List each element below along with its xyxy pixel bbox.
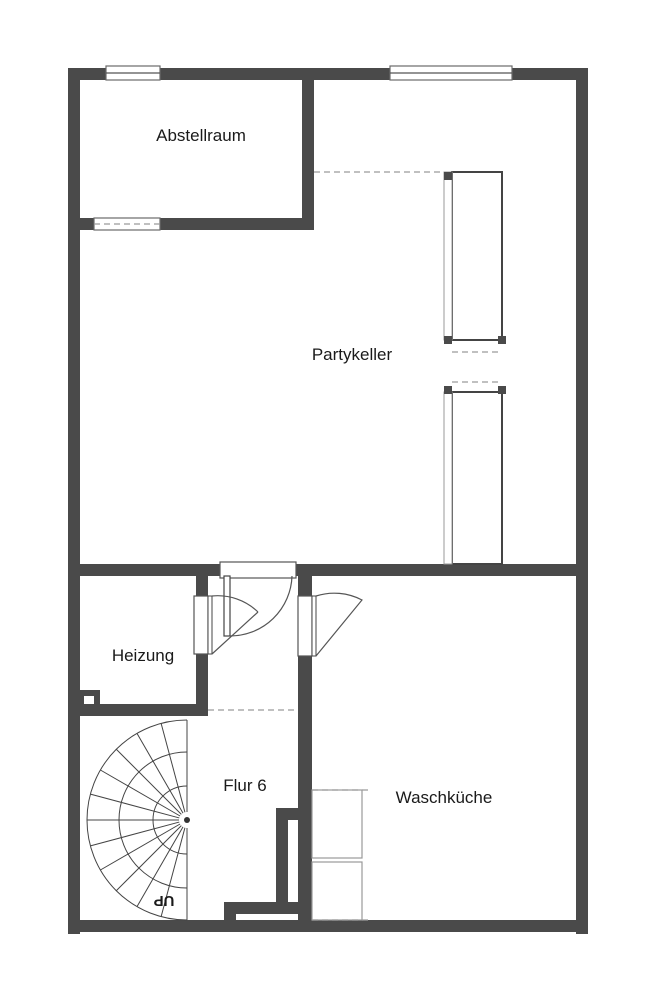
partykeller-bottom-wall — [68, 564, 588, 576]
stair-tread — [136, 826, 184, 907]
spiral-staircase — [86, 719, 190, 921]
door-partykeller — [219, 561, 297, 637]
bar-counter-lower — [443, 351, 506, 565]
stair-tread — [160, 827, 186, 917]
stair-up-label: UP — [154, 892, 175, 909]
outer-walls — [68, 68, 588, 934]
door-waschkueche — [297, 592, 363, 657]
label-waschkueche: Waschküche — [396, 788, 493, 807]
stair-tread — [160, 723, 186, 813]
stair-tread — [115, 748, 182, 815]
door-heizung — [193, 595, 259, 655]
abstellraum-door-opening — [93, 217, 161, 231]
window-top-right — [389, 65, 513, 81]
bar-counter-upper — [314, 171, 506, 344]
flur-closet-walls — [224, 808, 300, 922]
window-top-left — [105, 65, 161, 81]
washer-lower — [311, 861, 372, 921]
stair-tread — [90, 821, 180, 847]
label-partykeller: Partykeller — [312, 345, 393, 364]
label-flur: Flur 6 — [223, 776, 266, 795]
stair-tread — [136, 733, 184, 814]
label-heizung: Heizung — [112, 646, 174, 665]
label-abstellraum: Abstellraum — [156, 126, 246, 145]
washer-upper — [311, 789, 372, 859]
stair-tread — [90, 793, 180, 819]
stair-center-post — [184, 817, 190, 823]
abstellraum-walls — [68, 68, 314, 230]
stair-tread — [100, 823, 181, 871]
stair-tread — [115, 825, 182, 892]
stair-tread — [100, 769, 181, 817]
